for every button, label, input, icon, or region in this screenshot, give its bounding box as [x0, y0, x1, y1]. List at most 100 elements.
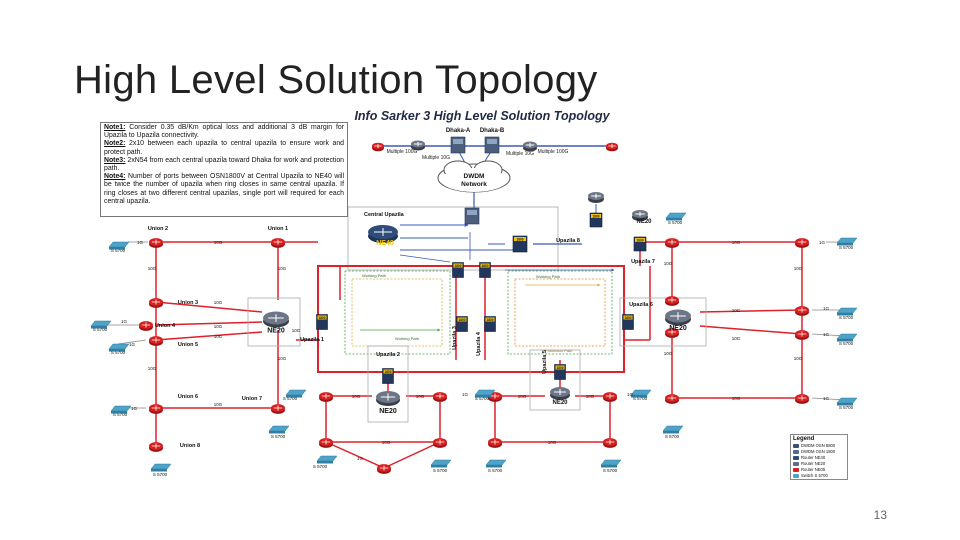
router-icon	[271, 404, 285, 414]
legend-swatch	[793, 443, 799, 448]
osn-model-label: 1800	[486, 318, 493, 322]
osn-model-label: 1800	[454, 264, 461, 268]
link-label: Multiple 100G	[387, 149, 418, 155]
legend-label: Router NE40	[801, 455, 826, 460]
union-label: Union 8	[180, 443, 200, 449]
link-capacity-label: 10G	[416, 394, 425, 399]
legend-swatch	[793, 461, 799, 466]
router-model-label: NE20	[669, 325, 687, 332]
router-icon	[665, 328, 679, 338]
osn-model-label: 1800	[592, 214, 599, 218]
osn8800-icon	[450, 136, 466, 154]
note-item: Note3: 2xN54 from each central upazila t…	[104, 157, 344, 173]
switch-icon	[108, 241, 130, 250]
router-model-label: NE20	[379, 408, 397, 415]
cloud-label-1: DWDM	[464, 173, 485, 180]
notes-box: Note1: Consider 0.35 dB/Km optical loss …	[100, 122, 348, 217]
router-model-label: NE20	[552, 400, 568, 406]
core-router-icon	[523, 141, 537, 152]
link-capacity-label: 1G	[823, 332, 830, 337]
router-icon	[606, 142, 618, 152]
core-router-icon	[411, 140, 425, 151]
note-label: Note1:	[104, 124, 126, 131]
link-capacity-label: 10G	[278, 266, 287, 271]
link-capacity-label: 10G	[794, 356, 803, 361]
switch-icon	[665, 212, 687, 221]
switch-icon	[836, 307, 858, 316]
legend-item: Router NE20	[793, 461, 845, 467]
switch-label: S 5700	[271, 434, 286, 439]
note-item: Note1: Consider 0.35 dB/Km optical loss …	[104, 124, 344, 140]
working-path-label: Working Path	[362, 273, 386, 278]
legend-swatch	[793, 455, 799, 460]
link-capacity-label: 1G	[823, 306, 830, 311]
dhaka-a-label: Dhaka-A	[446, 128, 471, 134]
router-icon	[372, 142, 384, 152]
legend-item: DWDM OSN 1800	[793, 449, 845, 455]
upazila-label: Upazila 7	[631, 259, 655, 265]
union-label: Union 7	[242, 396, 262, 402]
router-model-label: NE20	[636, 219, 652, 225]
link-capacity-label: 10G	[586, 394, 595, 399]
switch-label: S 5700	[475, 396, 490, 401]
upazila-label: Upazila 1	[300, 337, 324, 343]
link-capacity-label: 1G	[819, 240, 826, 245]
osn1800-icon: 1800	[479, 262, 491, 278]
link-capacity-label: 10G	[732, 308, 741, 313]
protection-path-label: Protection Path	[545, 348, 572, 353]
osn-model-label: 1800	[516, 237, 523, 241]
router-icon	[271, 238, 285, 248]
switch-icon	[110, 405, 132, 414]
link-capacity-label: 10G	[214, 300, 223, 305]
switch-label: S 5700	[839, 341, 854, 346]
link-capacity-label: 10G	[148, 266, 157, 271]
note-label: Note3:	[104, 156, 126, 164]
link-capacity-label: 1G	[131, 406, 138, 411]
link-capacity-label: 1G	[121, 319, 128, 324]
router-icon	[603, 392, 617, 402]
link-capacity-label: 1G	[357, 456, 364, 461]
switch-label: S 5700	[665, 434, 680, 439]
router-icon	[433, 392, 447, 402]
switch-icon	[474, 389, 496, 398]
switch-icon	[600, 459, 622, 468]
osn1800-icon: 1800	[633, 236, 647, 252]
legend-title: Legend	[793, 436, 815, 442]
switch-label: S 5700	[839, 245, 854, 250]
working-path-label: Working Path	[536, 274, 560, 279]
legend-item: DWDM OSN 8800	[793, 443, 845, 449]
core-network: DWDM Network Dhaka-A Dhaka-B Multiple 10…	[347, 128, 612, 271]
router-icon	[795, 394, 809, 404]
ne40-router-icon: NE40	[368, 225, 398, 247]
link-capacity-label: 10G	[352, 394, 361, 399]
osn8800-icon	[464, 207, 480, 225]
link-capacity-label: 10G	[292, 328, 301, 333]
switch-label: S 5700	[111, 248, 126, 253]
switch-icon	[430, 459, 452, 468]
switch-icon	[836, 237, 858, 246]
switch-label: S 5700	[111, 350, 126, 355]
legend-item: Router NE05	[793, 467, 845, 473]
link-capacity-label: 10G	[732, 240, 741, 245]
link-capacity-label: 1G	[137, 240, 144, 245]
osn-model-label: 1800	[318, 316, 325, 320]
osn1800-icon: 1800	[512, 235, 528, 253]
switch-label: S 5700	[839, 405, 854, 410]
link-label: Multiple 10G	[422, 155, 450, 161]
topology-diagram: Info Sarker 3 High Level Solution Topolo…	[90, 109, 858, 477]
link-capacity-label: 1G	[823, 396, 830, 401]
switch-label: S 5700	[488, 468, 503, 473]
core-router-icon	[263, 311, 289, 328]
router-icon	[665, 296, 679, 306]
core-router-icon	[550, 387, 570, 400]
osn-model-label: 1800	[384, 370, 391, 374]
note-text: Consider 0.35 dB/Km optical loss and add…	[104, 124, 344, 140]
link-capacity-label: 10G	[214, 324, 223, 329]
upazila-label: Upazila 4	[476, 331, 482, 356]
note-text: Number of ports between OSN1800V at Cent…	[104, 173, 344, 205]
router-icon	[319, 392, 333, 402]
switch-icon	[662, 425, 684, 434]
osn1800-icon: 1800	[622, 314, 634, 330]
union-label: Union 5	[178, 342, 198, 348]
diagram-title: Info Sarker 3 High Level Solution Topolo…	[354, 109, 610, 123]
